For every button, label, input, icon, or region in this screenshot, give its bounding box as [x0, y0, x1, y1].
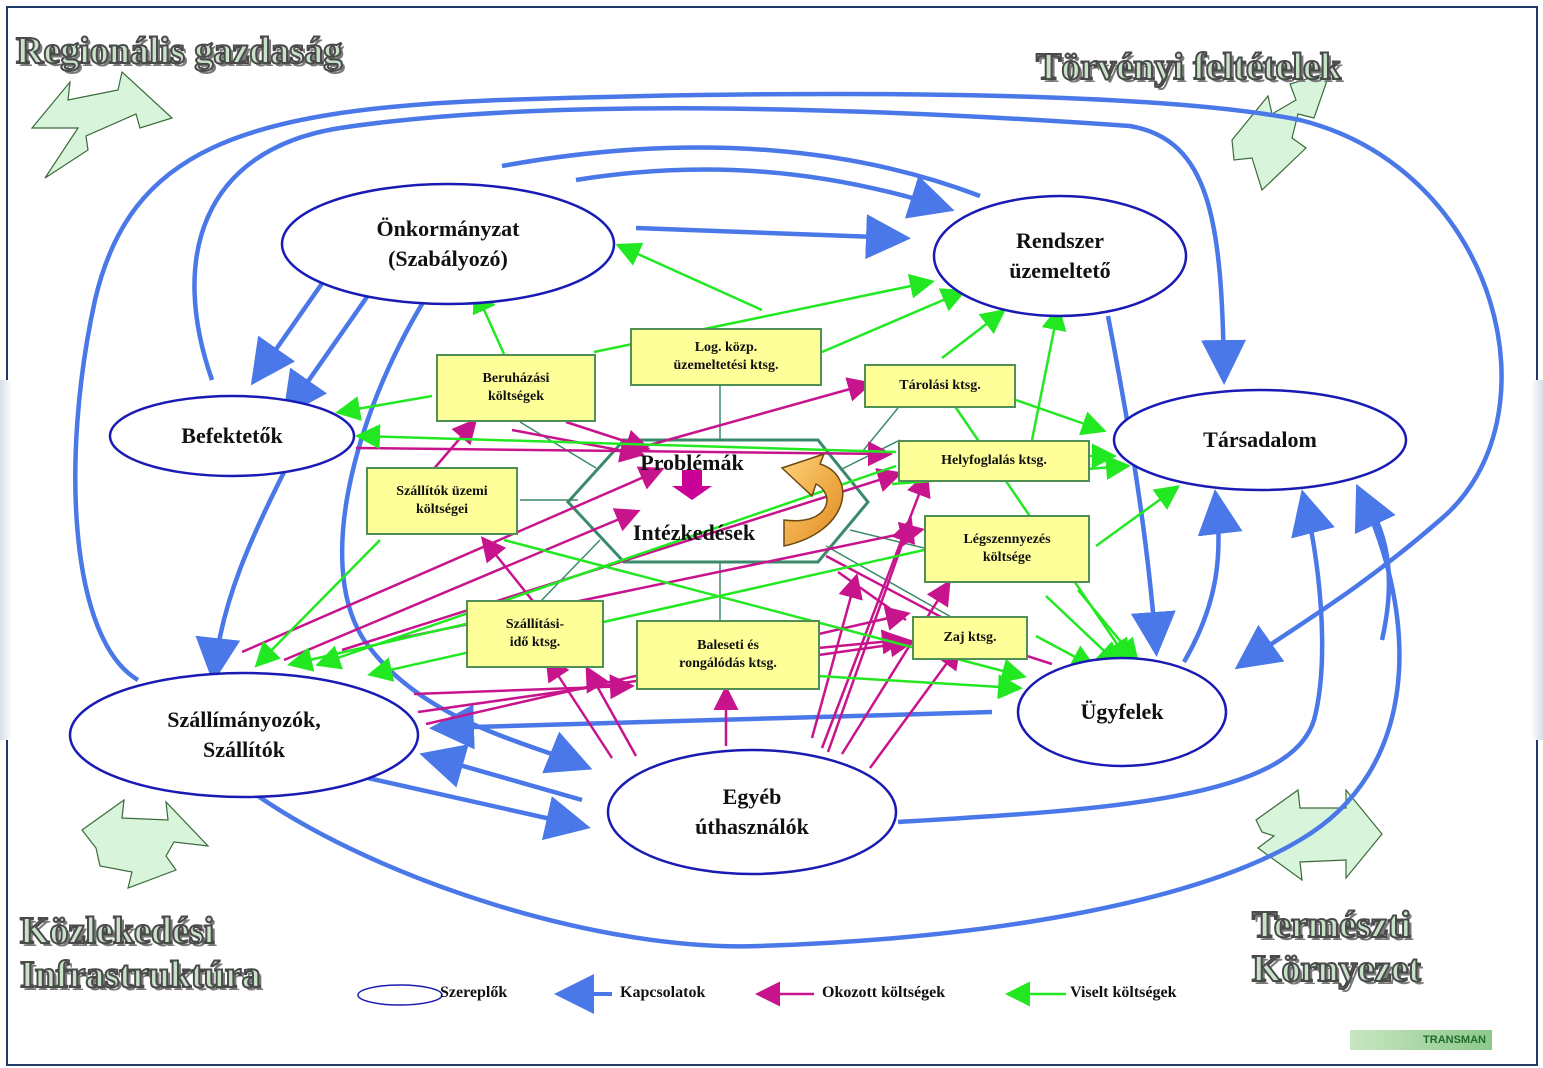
actor-tarsadalom: Társadalom — [1203, 427, 1317, 453]
legend-actor-symbol — [357, 984, 443, 1006]
corner-label-natural-environment: Természti Környezet — [1251, 903, 1422, 991]
corner-label-regional-economy: Regionális gazdaság — [15, 29, 343, 73]
cost-szallitasi-ido: Szállítási- idő ktsg. — [466, 600, 604, 668]
corner-arrow-top-left — [30, 70, 174, 179]
actor-egyeb-uthasznalok: Egyéb úthasználók — [695, 784, 809, 839]
hex-label-intezkedesek: Intézkedések — [632, 520, 756, 545]
cycle-arrow-icon — [780, 452, 844, 547]
cost-zaj: Zaj ktsg. — [912, 616, 1028, 660]
legend-symbols — [357, 974, 1066, 1014]
cost-tarolasi: Tárolási ktsg. — [864, 364, 1016, 408]
left-edge-shade — [0, 380, 12, 740]
actor-befektetok: Befektetők — [181, 423, 283, 449]
corner-arrow-top-right — [1231, 71, 1331, 192]
corner-arrow-bottom-right — [1255, 788, 1383, 882]
cost-baleseti: Baleseti és rongálódás ktsg. — [636, 620, 820, 690]
right-edge-shade — [1531, 380, 1543, 740]
legend-relations-label: Kapcsolatok — [620, 984, 706, 1001]
legend-actors-label: Szereplők — [440, 984, 508, 1001]
transman-logo: TRANSMAN — [1350, 1030, 1492, 1050]
legend-borne-label: Viselt költségek — [1070, 984, 1177, 1001]
corner-label-transport-infrastructure: Közlekedési Infrastruktúra — [19, 909, 262, 997]
hex-label-problemak: Problémák — [640, 450, 744, 475]
cost-legszennyezes: Légszennyezés költsége — [924, 515, 1090, 583]
corner-label-legal-conditions: Törvényi feltételek — [1035, 45, 1342, 89]
cost-beruhazasi: Beruházási költségek — [436, 354, 596, 422]
actor-onkormanyzat: Önkormányzat (Szabályozó) — [376, 216, 520, 271]
cost-log-kozp: Log. közp. üzemeltetési ktsg. — [630, 328, 822, 386]
actor-ugyfelek: Ügyfelek — [1080, 699, 1164, 725]
cost-helyfoglalas: Helyfoglalás ktsg. — [898, 440, 1090, 482]
problem-to-action-arrow — [672, 470, 712, 500]
actor-rendszer-uzemelteto: Rendszer üzemeltető — [1009, 228, 1111, 283]
cost-szallitok-uzemi: Szállítók üzemi költségei — [366, 467, 518, 535]
legend-caused-label: Okozott költségek — [822, 984, 946, 1001]
actor-ellipses — [68, 182, 1408, 876]
actor-szallitmanyozok: Szállímányozók, Szállítók — [167, 707, 321, 762]
corner-arrow-bottom-left — [81, 798, 210, 889]
relation-lines — [73, 91, 1504, 949]
